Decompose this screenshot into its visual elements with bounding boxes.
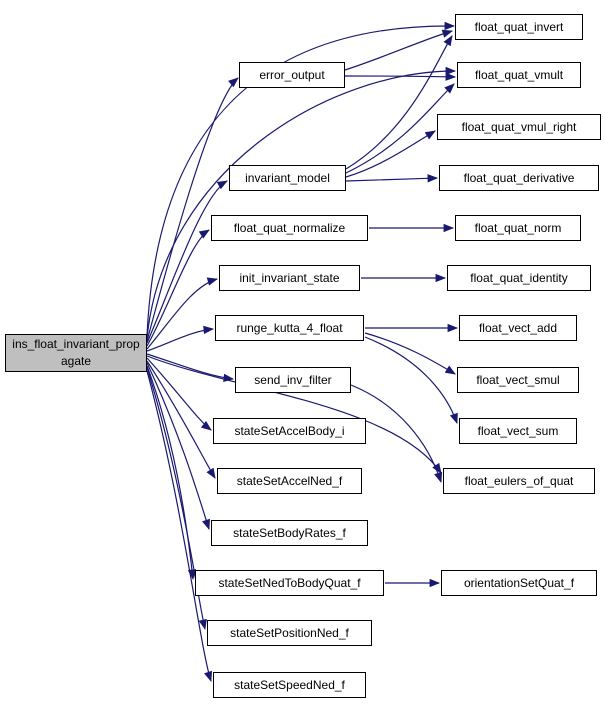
node-stateSetNedToBodyQuat_f[interactable]: stateSetNedToBodyQuat_f [195, 570, 384, 596]
node-runge_kutta_4_float[interactable]: runge_kutta_4_float [215, 315, 364, 341]
edge-invariant_model-to-float_quat_derivative [345, 174, 439, 183]
edge-runge_kutta_4_float-to-float_vect_smul [364, 332, 456, 375]
edge-main-to-float_eulers_of_quat [146, 355, 442, 474]
node-stateSetSpeedNed_f[interactable]: stateSetSpeedNed_f [213, 672, 366, 698]
node-float_quat_norm[interactable]: float_quat_norm [455, 215, 581, 241]
edge-main-to-error_output [146, 77, 239, 342]
edge-main-to-runge_kutta_4_float [146, 325, 215, 352]
edge-main-to-init_invariant_state [146, 277, 219, 350]
node-float_quat_normalize[interactable]: float_quat_normalize [211, 215, 368, 241]
edge-main-to-send_inv_filter [146, 353, 235, 383]
node-float_quat_vmul_right[interactable]: float_quat_vmul_right [437, 114, 601, 140]
node-stateSetAccelNed_f[interactable]: stateSetAccelNed_f [217, 468, 362, 494]
edge-main-to-stateSetPositionNed_f [146, 367, 207, 631]
edge-main-to-float_quat_normalize [146, 229, 210, 347]
node-stateSetPositionNed_f[interactable]: stateSetPositionNed_f [207, 620, 372, 646]
node-orientationSetQuat_f[interactable]: orientationSetQuat_f [441, 570, 597, 596]
node-stateSetAccelBody_i[interactable]: stateSetAccelBody_i [213, 418, 366, 444]
node-error_output[interactable]: error_output [239, 62, 345, 88]
edge-main-to-stateSetAccelNed_f [146, 360, 216, 479]
edge-main-to-invariant_model [146, 180, 228, 344]
node-invariant_model[interactable]: invariant_model [229, 165, 346, 191]
node-stateSetBodyRates_f[interactable]: stateSetBodyRates_f [211, 520, 368, 546]
edge-main-to-stateSetAccelBody_i [146, 357, 212, 431]
node-send_inv_filter[interactable]: send_inv_filter [235, 367, 351, 393]
edge-runge_kutta_4_float-to-float_vect_sum [364, 336, 458, 424]
node-float_quat_invert[interactable]: float_quat_invert [455, 14, 583, 40]
edge-error_output-to-float_quat_vmult [344, 72, 457, 81]
node-float_quat_identity[interactable]: float_quat_identity [447, 265, 591, 291]
node-init_invariant_state[interactable]: init_invariant_state [219, 265, 360, 291]
edge-main-to-float_quat_invert [146, 21, 456, 337]
node-float_quat_derivative[interactable]: float_quat_derivative [439, 165, 599, 191]
node-float_vect_sum[interactable]: float_vect_sum [459, 418, 577, 444]
edge-main-to-float_quat_vmult [146, 66, 457, 339]
edge-invariant_model-to-float_quat_vmul_right [345, 130, 436, 178]
edge-main-to-stateSetNedToBodyQuat_f [146, 365, 197, 581]
edge-main-to-stateSetSpeedNed_f [146, 370, 213, 682]
node-float_eulers_of_quat[interactable]: float_eulers_of_quat [443, 468, 595, 494]
edge-invariant_model-to-float_quat_invert [345, 35, 453, 170]
node-ins_float_invariant_propagate: ins_float_invariant_propagate [5, 334, 147, 372]
edge-invariant_model-to-float_quat_vmult [345, 83, 455, 174]
node-float_quat_vmult[interactable]: float_quat_vmult [457, 62, 581, 88]
edge-main-to-stateSetBodyRates_f [146, 362, 210, 530]
edge-error_output-to-float_quat_invert [344, 29, 454, 71]
node-float_vect_add[interactable]: float_vect_add [459, 315, 577, 341]
node-float_vect_smul[interactable]: float_vect_smul [457, 367, 579, 393]
edge-send_inv_filter-to-float_eulers_of_quat [350, 384, 443, 483]
